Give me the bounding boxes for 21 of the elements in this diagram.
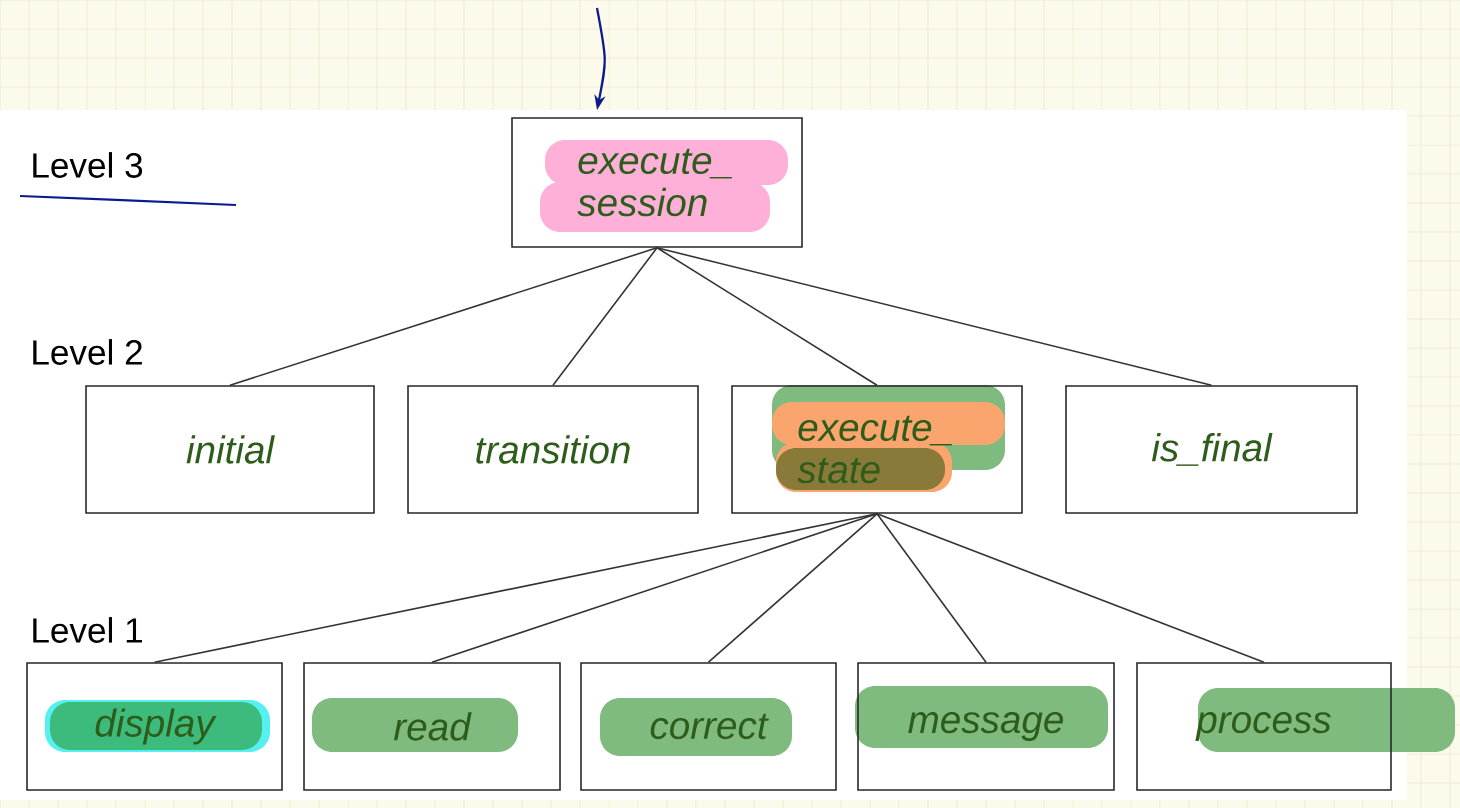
process-box: message <box>857 662 1115 791</box>
level-label: Level 3 <box>33 152 143 178</box>
connector-line <box>153 513 878 663</box>
process-box: is_final <box>1065 385 1358 514</box>
connector-line <box>876 513 1265 663</box>
process-box: initial <box>85 385 375 514</box>
connector-line <box>707 513 878 663</box>
level-label: Level 2 <box>33 339 142 365</box>
process-box: execute_ session <box>511 117 803 248</box>
process-box: display <box>26 662 283 791</box>
process-box: correct <box>580 662 837 791</box>
connector-line <box>656 247 878 386</box>
connector-line <box>229 247 658 386</box>
connector-line <box>552 247 658 386</box>
process-box: transition <box>407 385 699 514</box>
process-box: execute_ state <box>731 385 1023 514</box>
connector-line <box>876 513 987 663</box>
level-label: Level 1 <box>33 617 142 643</box>
process-box: read <box>303 662 561 791</box>
connector-line <box>431 513 878 663</box>
connector-line <box>656 247 1213 386</box>
